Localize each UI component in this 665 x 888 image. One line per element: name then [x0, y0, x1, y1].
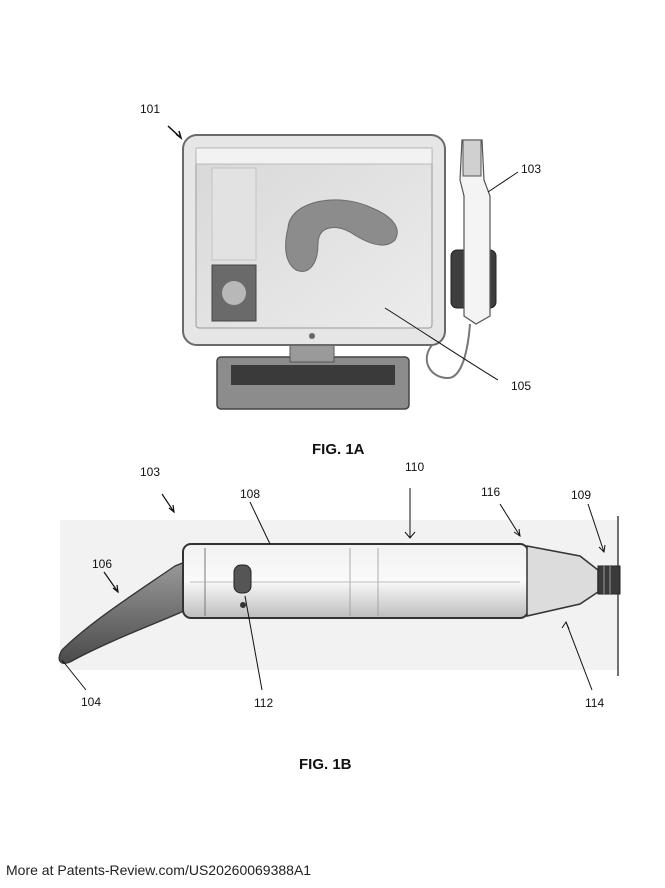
label-103-fig1b: 103 [140, 465, 161, 479]
label-104: 104 [81, 695, 102, 709]
fig-1a-drawing [167, 125, 519, 410]
label-103-fig1a: 103 [521, 162, 542, 176]
label-106: 106 [92, 557, 113, 571]
label-110: 110 [405, 460, 425, 474]
device-button [233, 564, 252, 594]
dental-arch-image [285, 199, 398, 272]
label-101: 101 [140, 102, 161, 116]
fig-1a-caption: FIG. 1A [312, 441, 365, 458]
device-tip [58, 561, 187, 664]
label-108: 108 [240, 487, 261, 501]
device-connector [597, 565, 621, 595]
label-116: 116 [481, 485, 501, 499]
scanner-handpiece [459, 139, 491, 325]
label-112: 112 [254, 696, 274, 710]
fig-1b-caption: FIG. 1B [299, 756, 352, 773]
label-109: 109 [571, 488, 592, 502]
footer-link[interactable]: More at Patents-Review.com/US20260069388… [6, 862, 312, 878]
fig-1b-drawing [58, 488, 621, 691]
label-105: 105 [511, 379, 532, 393]
scanner-cable [425, 323, 471, 380]
screen-thumbnail [211, 264, 257, 322]
label-114: 114 [585, 696, 605, 710]
